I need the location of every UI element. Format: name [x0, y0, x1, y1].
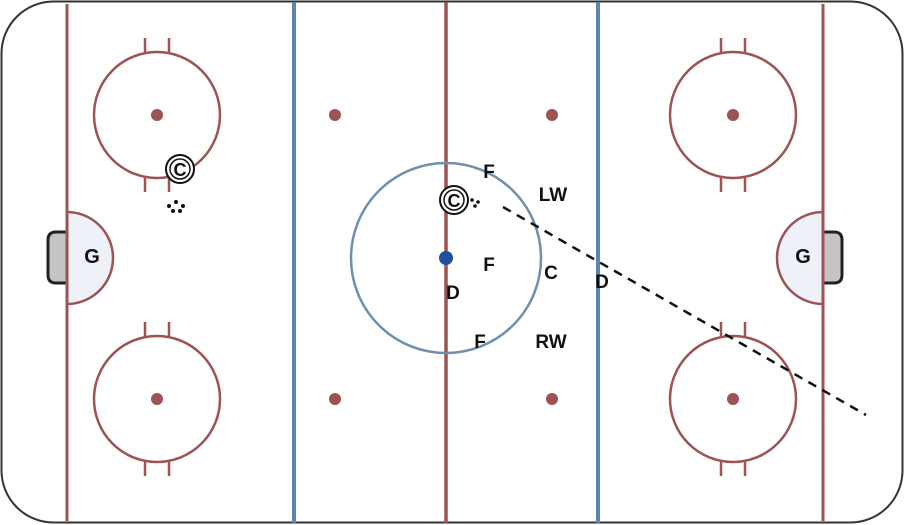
right-goal-crease	[775, 210, 825, 306]
defense-right-label: D	[595, 272, 609, 293]
faceoff-circle-top-right	[668, 38, 798, 192]
neutral-dot-bottom-left	[329, 393, 341, 405]
faceoff-circle-top-left	[92, 38, 222, 192]
left-wing-label: LW	[539, 185, 568, 206]
goalie-right-label: G	[795, 246, 811, 268]
neutral-dot-top-left	[329, 109, 341, 121]
center-faceoff-dot	[439, 251, 453, 265]
left-goal-net	[46, 230, 69, 285]
defense-left-label: D	[446, 283, 460, 304]
neutral-dot-bottom-right	[546, 393, 558, 405]
center-label: C	[544, 263, 558, 284]
right-goal-net	[821, 230, 844, 285]
right-wing-label: RW	[535, 332, 566, 353]
forward-top-label: F	[483, 162, 495, 183]
goalie-left-label: G	[84, 246, 100, 268]
coach-left-label: C	[174, 160, 187, 180]
coach-center-label: C	[448, 191, 461, 211]
dashed-path-line	[502, 205, 867, 417]
forward-middle-label: F	[483, 255, 495, 276]
puck-pile-left	[167, 200, 185, 213]
left-goal-crease	[65, 210, 115, 306]
faceoff-circle-bottom-right	[668, 322, 798, 476]
faceoff-circle-bottom-left	[92, 322, 222, 476]
coach-marker-left: C	[165, 154, 195, 184]
neutral-dot-top-right	[546, 109, 558, 121]
center-faceoff-circle	[349, 161, 543, 355]
forward-bottom-label: F	[474, 332, 486, 353]
puck-pile-center	[470, 198, 480, 208]
coach-marker-center: C	[439, 185, 469, 215]
